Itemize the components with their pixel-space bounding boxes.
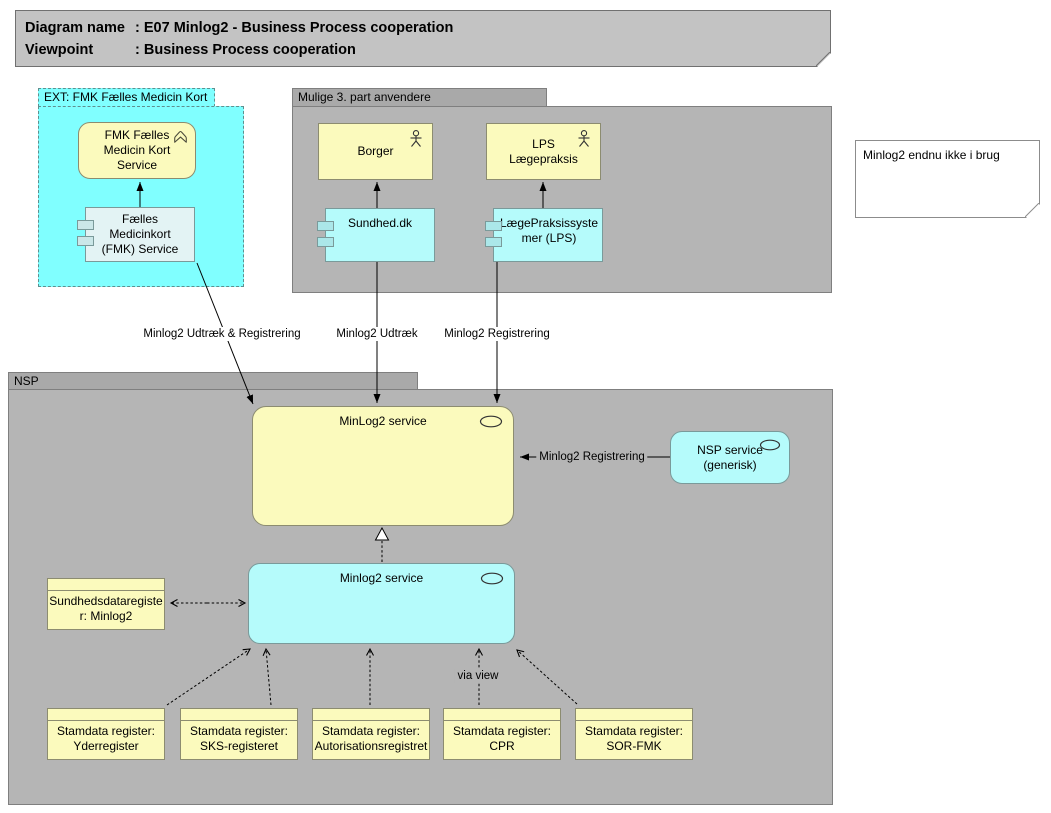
group-nsp-tab: NSP: [8, 372, 418, 390]
title-text: Diagram name: E07 Minlog2 - Business Pro…: [25, 17, 453, 61]
note-minlog2: Minlog2 endnu ikke i brug: [855, 140, 1040, 218]
component-tab-icon: [485, 237, 502, 247]
node-faelles-medicinkort-fmk-service: Fælles Medicinkort (FMK) Service: [77, 207, 195, 262]
title-line-2: Viewpoint: Business Process cooperation: [25, 42, 356, 58]
label-via-view: via view: [454, 669, 502, 683]
diagram-title-note: Diagram name: E07 Minlog2 - Business Pro…: [15, 10, 831, 67]
data-object-header-icon: [181, 709, 297, 721]
data-object-header-icon: [48, 709, 164, 721]
label-nsp-minlog2-registrering: Minlog2 Registrering: [536, 450, 648, 464]
folded-corner-icon: [1025, 203, 1040, 218]
node-laegepraksissystemer: LægePraksissystemer (LPS): [485, 208, 603, 262]
node-stamdata-sks-registeret: Stamdata register: SKS-registeret: [180, 708, 298, 760]
component-tab-icon: [77, 220, 94, 230]
node-sundhed-dk: Sundhed.dk: [317, 208, 435, 262]
node-lps-laegepraksis: LPS Lægepraksis: [486, 123, 601, 180]
group-mulige-tab: Mulige 3. part anvendere: [292, 88, 547, 107]
note-text: Minlog2 endnu ikke i brug: [863, 148, 1000, 162]
component-tab-icon: [317, 221, 334, 231]
group-ext-fmk-label: EXT: FMK Fælles Medicin Kort: [44, 90, 208, 104]
component-tab-icon: [485, 221, 502, 231]
group-nsp-label: NSP: [14, 374, 39, 388]
data-object-header-icon: [576, 709, 692, 721]
node-sundhedsdataregister-minlog2: Sundhedsdataregister: Minlog2: [47, 578, 165, 630]
node-stamdata-sor-fmk: Stamdata register: SOR-FMK: [575, 708, 693, 760]
folded-corner-icon: [816, 52, 831, 67]
component-tab-icon: [317, 237, 334, 247]
note-shape: [855, 140, 1040, 218]
data-object-header-icon: [313, 709, 429, 721]
data-object-header-icon: [444, 709, 560, 721]
label-minlog2-registrering: Minlog2 Registrering: [441, 327, 553, 341]
title-line-1: Diagram name: E07 Minlog2 - Business Pro…: [25, 20, 454, 36]
group-mulige-label: Mulige 3. part anvendere: [298, 90, 431, 104]
label-minlog2-udtraek-registrering: Minlog2 Udtræk & Registrering: [140, 327, 304, 341]
node-stamdata-yderregister: Stamdata register: Yderregister: [47, 708, 165, 760]
node-stamdata-autorisationsregistret: Stamdata register: Autorisationsregistre…: [312, 708, 430, 760]
group-ext-fmk-tab: EXT: FMK Fælles Medicin Kort: [38, 88, 215, 107]
node-fmk-faelles-medicin-kort-service: FMK Fælles Medicin Kort Service: [78, 122, 196, 179]
node-borger: Borger: [318, 123, 433, 180]
node-nsp-service-generisk: NSP service (generisk): [670, 431, 790, 484]
data-object-header-icon: [48, 579, 164, 591]
node-stamdata-cpr: Stamdata register: CPR: [443, 708, 561, 760]
title-note-shape: [15, 10, 831, 67]
node-minlog2-service-application: MinLog2 service: [252, 406, 514, 526]
node-minlog2-service-infrastructure: Minlog2 service: [248, 563, 515, 644]
label-minlog2-udtraek: Minlog2 Udtræk: [333, 327, 421, 341]
component-tab-icon: [77, 236, 94, 246]
